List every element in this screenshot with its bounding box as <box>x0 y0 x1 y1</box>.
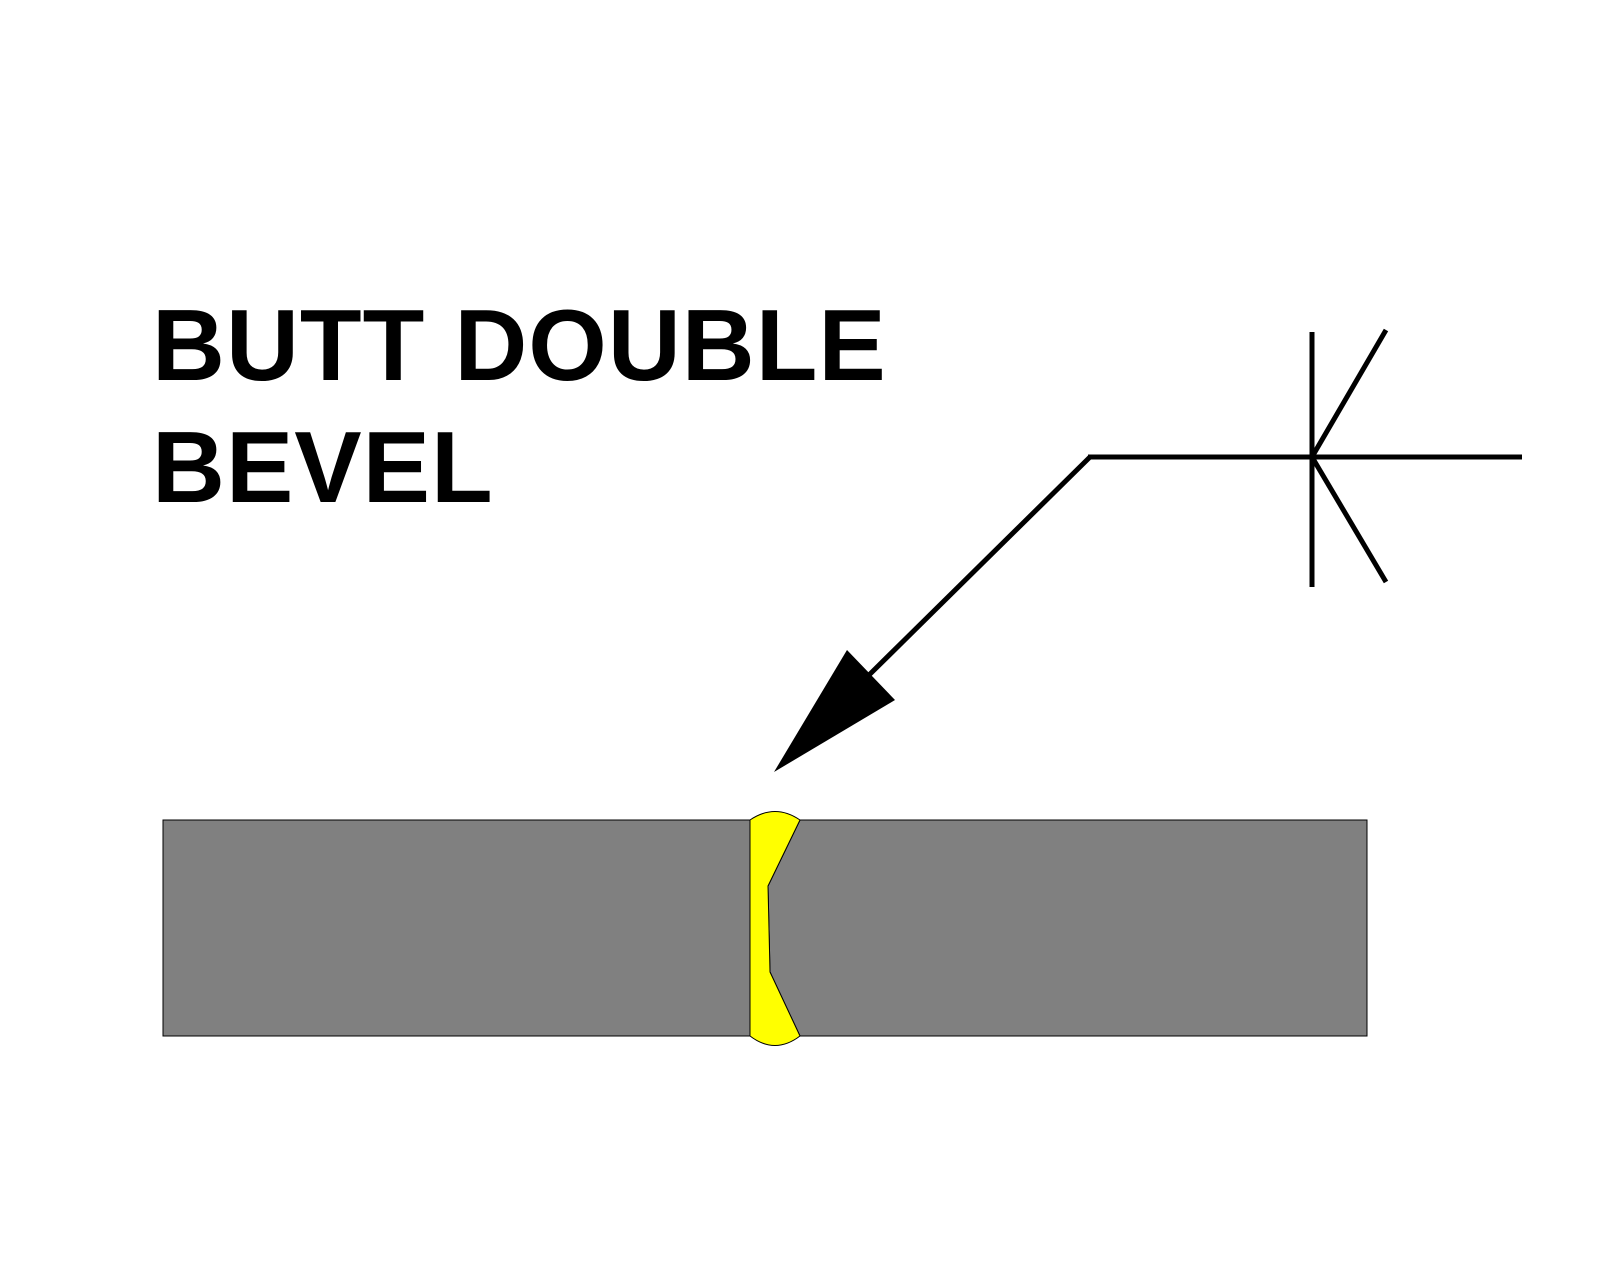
title-line-1: BUTT DOUBLE <box>152 290 887 402</box>
title-line-2: BEVEL <box>152 412 494 524</box>
bevel-symbol-arrow-side-line <box>1309 328 1389 459</box>
leader-line <box>864 455 1092 680</box>
weld-bead <box>749 811 801 1046</box>
right-plate <box>767 819 1368 1037</box>
left-plate <box>162 819 759 1037</box>
diagram-title: BUTT DOUBLE BEVEL <box>152 285 887 529</box>
arrowhead <box>774 650 895 772</box>
bevel-symbol-other-side-line <box>1309 455 1389 584</box>
